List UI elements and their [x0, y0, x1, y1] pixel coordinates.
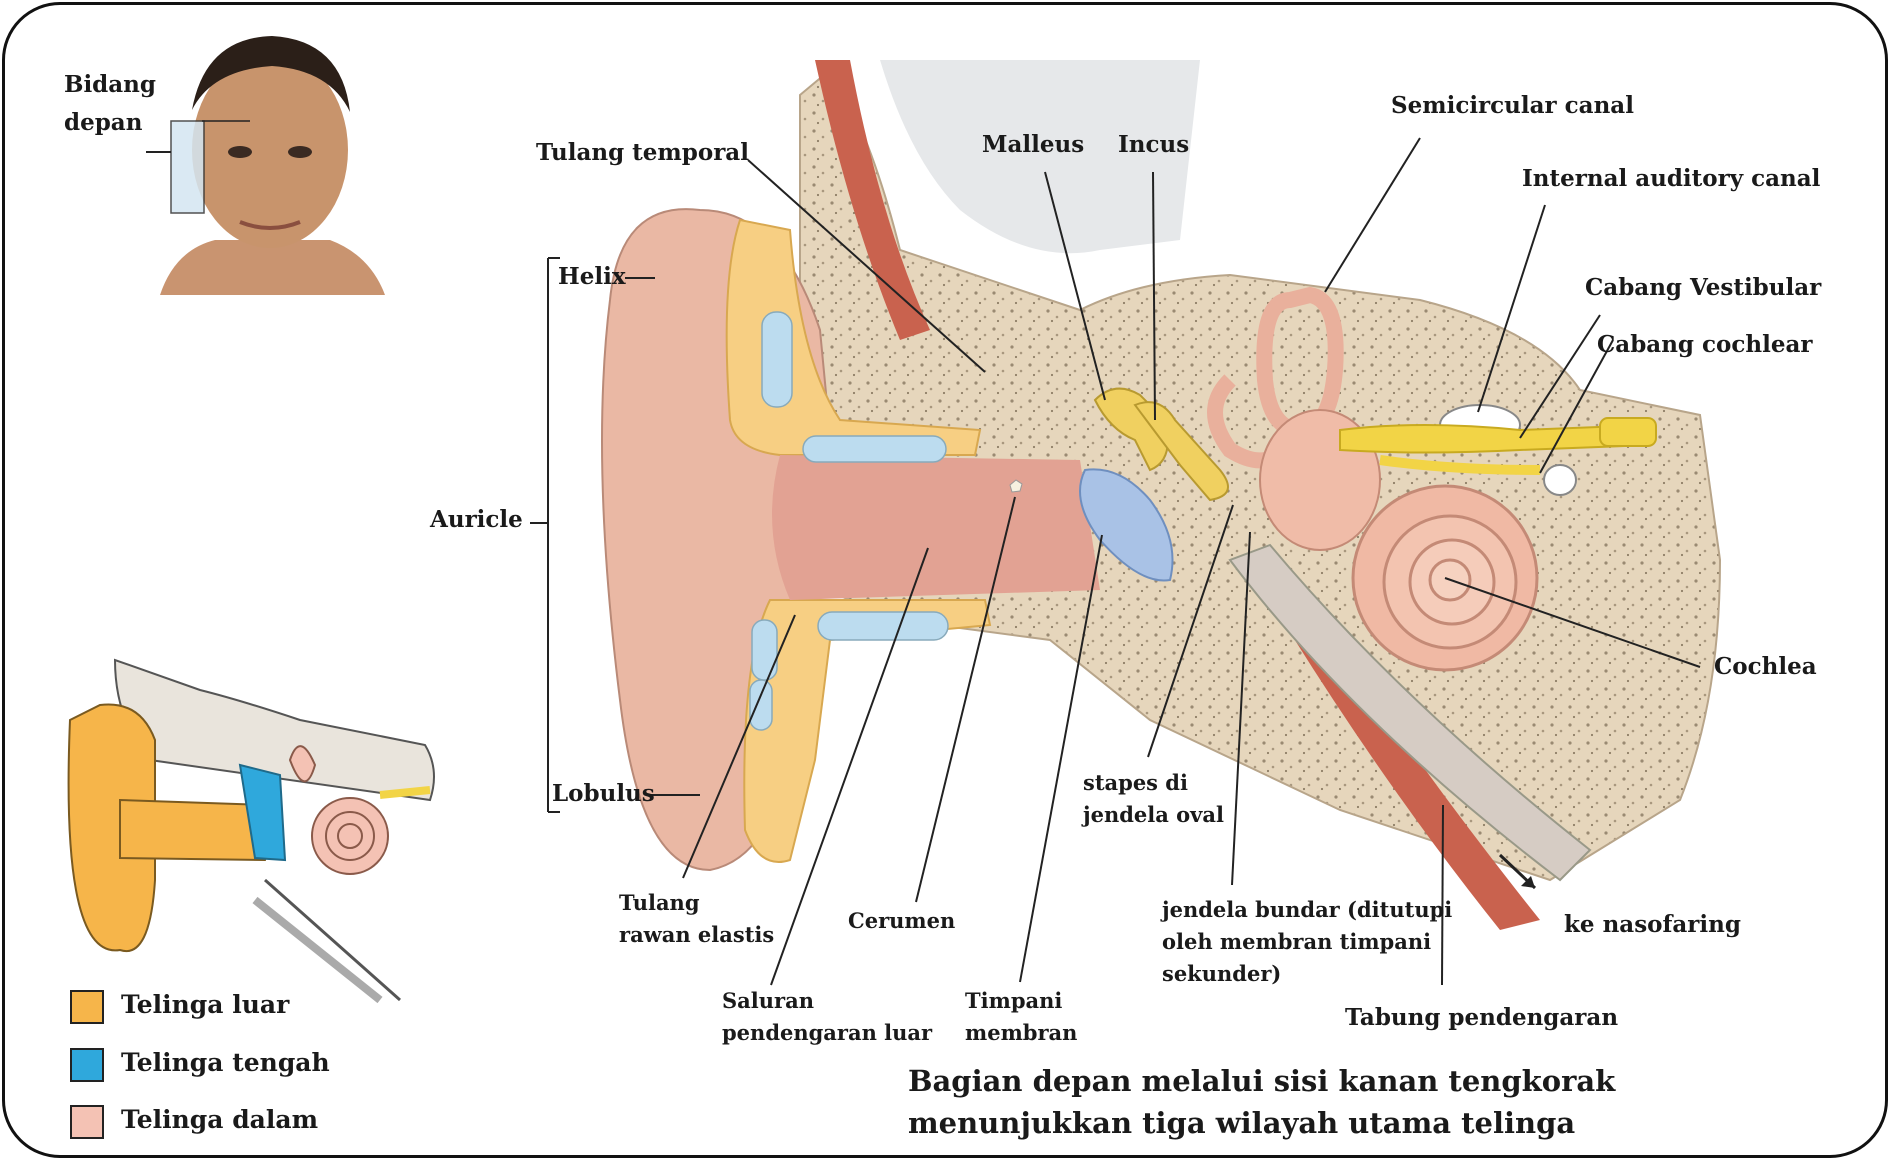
label-ke-nasofaring: ke nasofaring	[1564, 911, 1741, 938]
legend-label-telinga-luar: Telinga luar	[121, 990, 290, 1019]
label-cabang-cochlear: Cabang cochlear	[1597, 331, 1813, 358]
label-tulang-rawan-line1: Tulang	[619, 890, 700, 915]
caption-line1: Bagian depan melalui sisi kanan tengkora…	[908, 1064, 1616, 1098]
label-helix: Helix	[558, 263, 626, 290]
label-semicircular-canal: Semicircular canal	[1391, 92, 1634, 119]
auricle-bracket	[530, 257, 560, 813]
label-jendela-bundar-line3: sekunder)	[1162, 961, 1282, 986]
label-cochlea: Cochlea	[1714, 653, 1817, 680]
label-timpani-line1: Timpani	[965, 988, 1063, 1013]
label-cabang-vestibular: Cabang Vestibular	[1585, 274, 1822, 301]
label-bidang-depan-line2: depan	[64, 109, 143, 136]
label-tulang-temporal: Tulang temporal	[536, 139, 749, 166]
frontal-plane-marker	[170, 120, 205, 214]
label-jendela-bundar-line2: oleh membran timpani	[1162, 929, 1432, 954]
label-jendela-bundar-line1: jendela bundar (ditutupi	[1162, 897, 1453, 922]
legend-swatch-telinga-dalam	[70, 1105, 104, 1139]
label-auricle: Auricle	[430, 506, 523, 533]
leader-lines	[625, 137, 1701, 986]
label-internal-auditory-canal: Internal auditory canal	[1522, 165, 1821, 192]
label-incus: Incus	[1118, 131, 1190, 158]
label-timpani-line2: membran	[965, 1020, 1078, 1045]
label-lobulus: Lobulus	[552, 780, 655, 807]
label-bidang-depan-line1: Bidang	[64, 71, 156, 98]
label-tulang-rawan-line2: rawan elastis	[619, 922, 775, 947]
label-saluran-line1: Saluran	[722, 988, 814, 1013]
legend-swatch-telinga-luar	[70, 990, 104, 1024]
label-stapes-line1: stapes di	[1083, 770, 1188, 795]
label-cerumen: Cerumen	[848, 908, 956, 933]
legend-swatch-telinga-tengah	[70, 1048, 104, 1082]
legend-label-telinga-dalam: Telinga dalam	[121, 1105, 319, 1134]
label-stapes-line2: jendela oval	[1083, 802, 1224, 827]
ear-cross-section	[601, 60, 1722, 930]
label-malleus: Malleus	[982, 131, 1085, 158]
legend-label-telinga-tengah: Telinga tengah	[121, 1048, 330, 1077]
caption-line2: menunjukkan tiga wilayah utama telinga	[908, 1106, 1576, 1140]
label-tabung-pendengaran: Tabung pendengaran	[1345, 1004, 1619, 1031]
label-saluran-line2: pendengaran luar	[722, 1020, 933, 1045]
face-thumbnail	[146, 36, 385, 295]
inset-ear-diagram	[67, 658, 435, 1004]
